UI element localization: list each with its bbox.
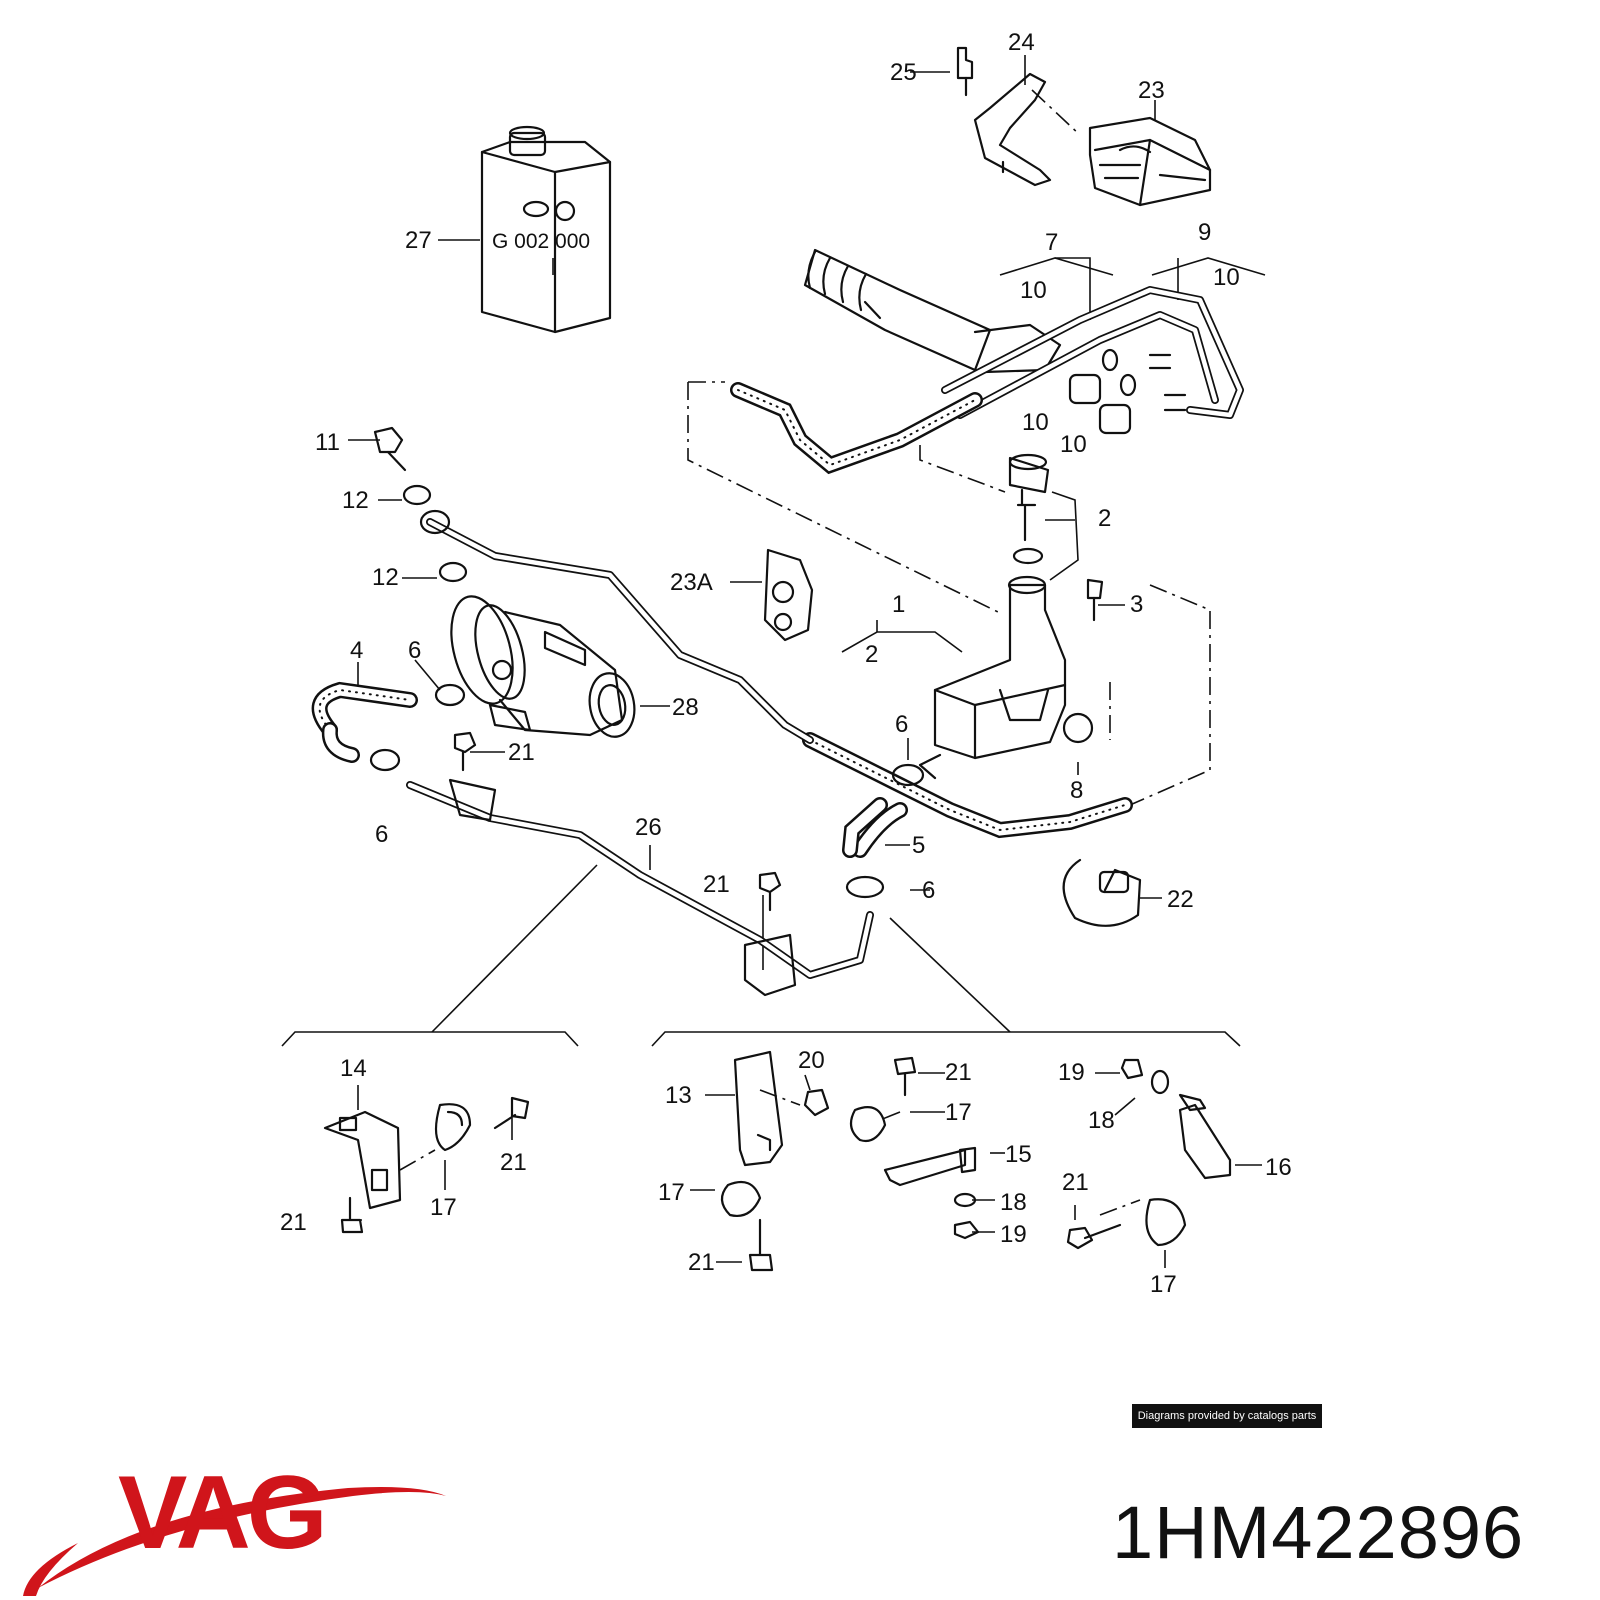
- credit-banner: Diagrams provided by catalogs parts: [1132, 1404, 1322, 1428]
- callout-2b: 2: [865, 641, 878, 668]
- callout-16: 16: [1265, 1154, 1292, 1181]
- pipes: [406, 518, 874, 997]
- bracket-24: [956, 46, 1052, 187]
- callout-1: 1: [892, 591, 905, 618]
- callout-3: 3: [1130, 591, 1143, 618]
- callout-8: 8: [1070, 777, 1083, 804]
- callout-2a: 2: [1098, 505, 1111, 532]
- callout-6c: 6: [895, 711, 908, 738]
- parts-diagram: G 002 000: [280, 29, 1292, 1298]
- bracket-23A: [763, 548, 814, 642]
- callout-11: 11: [315, 429, 340, 456]
- control-unit-23: [1088, 116, 1212, 207]
- callout-9: 9: [1198, 219, 1211, 246]
- callout-21g: 21: [688, 1249, 715, 1276]
- callout-labels: 25 24 23 27 7 9 10 10 10 10 11 12 2 12 2…: [280, 29, 1292, 1298]
- callout-25: 25: [890, 59, 917, 86]
- callout-6b: 6: [375, 821, 388, 848]
- callout-13: 13: [665, 1082, 692, 1109]
- callout-21d: 21: [500, 1149, 527, 1176]
- callout-21e: 21: [1062, 1169, 1089, 1196]
- callout-18a: 18: [1088, 1107, 1115, 1134]
- callout-23A: 23A: [670, 569, 713, 596]
- callout-7: 7: [1045, 229, 1058, 256]
- callout-14: 14: [340, 1055, 367, 1082]
- callout-21b: 21: [703, 871, 730, 898]
- callout-27: 27: [405, 227, 432, 254]
- fluid-can: G 002 000: [480, 125, 612, 334]
- callout-10b: 10: [1213, 264, 1240, 291]
- callout-17a: 17: [945, 1099, 972, 1126]
- callout-15: 15: [1005, 1141, 1032, 1168]
- callout-17c: 17: [430, 1194, 457, 1221]
- callout-23: 23: [1138, 77, 1165, 104]
- callout-12b: 12: [372, 564, 399, 591]
- callout-6a: 6: [408, 637, 421, 664]
- callout-17b: 17: [658, 1179, 685, 1206]
- vag-logo: VAG: [23, 1455, 446, 1596]
- callout-6d: 6: [922, 877, 935, 904]
- hose-clamps: [369, 683, 1142, 927]
- callout-10c: 10: [1022, 409, 1049, 436]
- steering-gear: [803, 248, 1244, 435]
- callout-21c: 21: [945, 1059, 972, 1086]
- callout-19b: 19: [1000, 1221, 1027, 1248]
- leader-lines: [281, 55, 1266, 1268]
- callout-24: 24: [1008, 29, 1035, 56]
- callout-18b: 18: [1000, 1189, 1027, 1216]
- fluid-reservoir: [918, 575, 1067, 780]
- reservoir-cap: [1008, 453, 1050, 565]
- callout-26: 26: [635, 814, 662, 841]
- hoses: [311, 382, 1133, 858]
- callout-28: 28: [672, 694, 699, 721]
- callout-5: 5: [912, 832, 925, 859]
- callout-10d: 10: [1060, 431, 1087, 458]
- callout-22: 22: [1167, 886, 1194, 913]
- callout-20: 20: [798, 1047, 825, 1074]
- callout-21a: 21: [508, 739, 535, 766]
- detail-group-right: [720, 1050, 1232, 1272]
- callout-12a: 12: [342, 487, 369, 514]
- vag-logo-text: VAG: [118, 1455, 324, 1571]
- fasteners: [373, 426, 1104, 912]
- callout-19a: 19: [1058, 1059, 1085, 1086]
- hose-5: [842, 797, 888, 858]
- can-label: G 002 000: [492, 230, 590, 253]
- callout-10a: 10: [1020, 277, 1047, 304]
- power-steering-pump: [450, 595, 636, 738]
- callout-4: 4: [350, 637, 363, 664]
- callout-21f: 21: [280, 1209, 307, 1236]
- part-number: 1HM422896: [1112, 1491, 1525, 1574]
- detail-group-left: [323, 1096, 530, 1234]
- callout-17d: 17: [1150, 1271, 1177, 1298]
